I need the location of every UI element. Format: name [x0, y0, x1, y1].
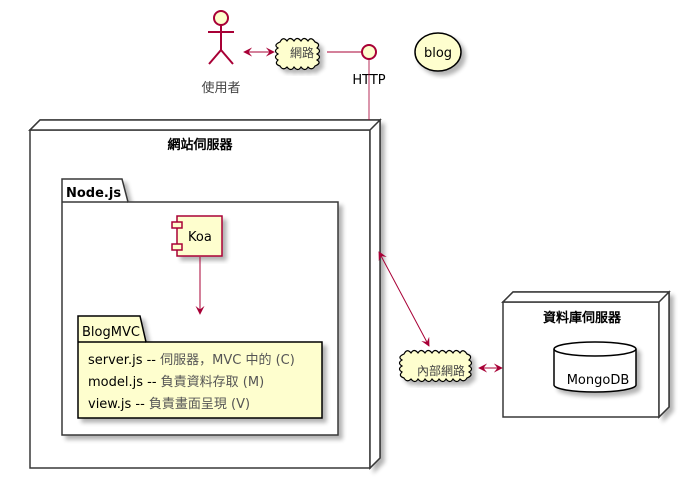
internal-network-cloud: 內部網路 — [398, 349, 473, 383]
koa-label: Koa — [188, 230, 212, 245]
mongodb-database: MongoDB — [553, 341, 637, 393]
blogmvc-line-model: model.js -- 負責資料存取 (M) — [88, 375, 264, 390]
blogmvc-label: BlogMVC — [82, 325, 140, 340]
nodejs-package-label: Node.js — [66, 186, 121, 201]
network-cloud: 網路 — [274, 37, 321, 71]
blog-usecase: blog — [414, 32, 462, 72]
interface-icon — [361, 44, 377, 60]
blog-label: blog — [424, 46, 452, 61]
internal-network-label: 內部網路 — [417, 363, 465, 378]
actor-head-icon — [213, 10, 229, 26]
actor-label: 使用者 — [201, 80, 240, 96]
actor-user: 使用者 — [201, 10, 241, 96]
component-port-icon — [171, 243, 183, 251]
blogmvc-line-view: view.js -- 負責畫面呈現 (V) — [88, 397, 250, 412]
network-cloud-label: 網路 — [290, 45, 314, 60]
webserver-internal-link — [378, 251, 430, 347]
mongodb-label: MongoDB — [567, 373, 630, 388]
component-port-icon — [171, 221, 183, 229]
db-server-label: 資料庫伺服器 — [543, 310, 622, 326]
web-server-label: 網站伺服器 — [167, 137, 233, 153]
blogmvc-line-server: server.js -- 伺服器，MVC 中的 (C) — [88, 352, 295, 368]
koa-component: Koa — [171, 215, 223, 257]
blogmvc-package: BlogMVC server.js -- 伺服器，MVC 中的 (C) mode… — [77, 315, 323, 419]
